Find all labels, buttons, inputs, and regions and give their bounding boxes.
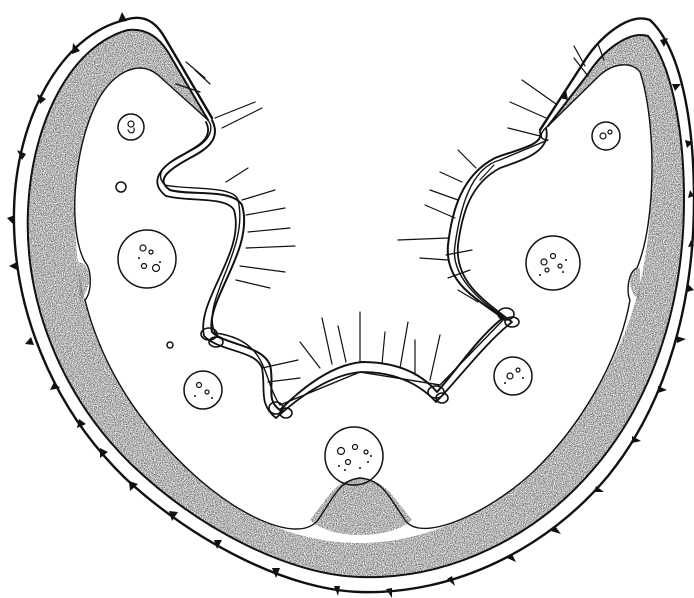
stippled-layer-icon — [28, 30, 684, 577]
cells-icon — [116, 114, 620, 485]
